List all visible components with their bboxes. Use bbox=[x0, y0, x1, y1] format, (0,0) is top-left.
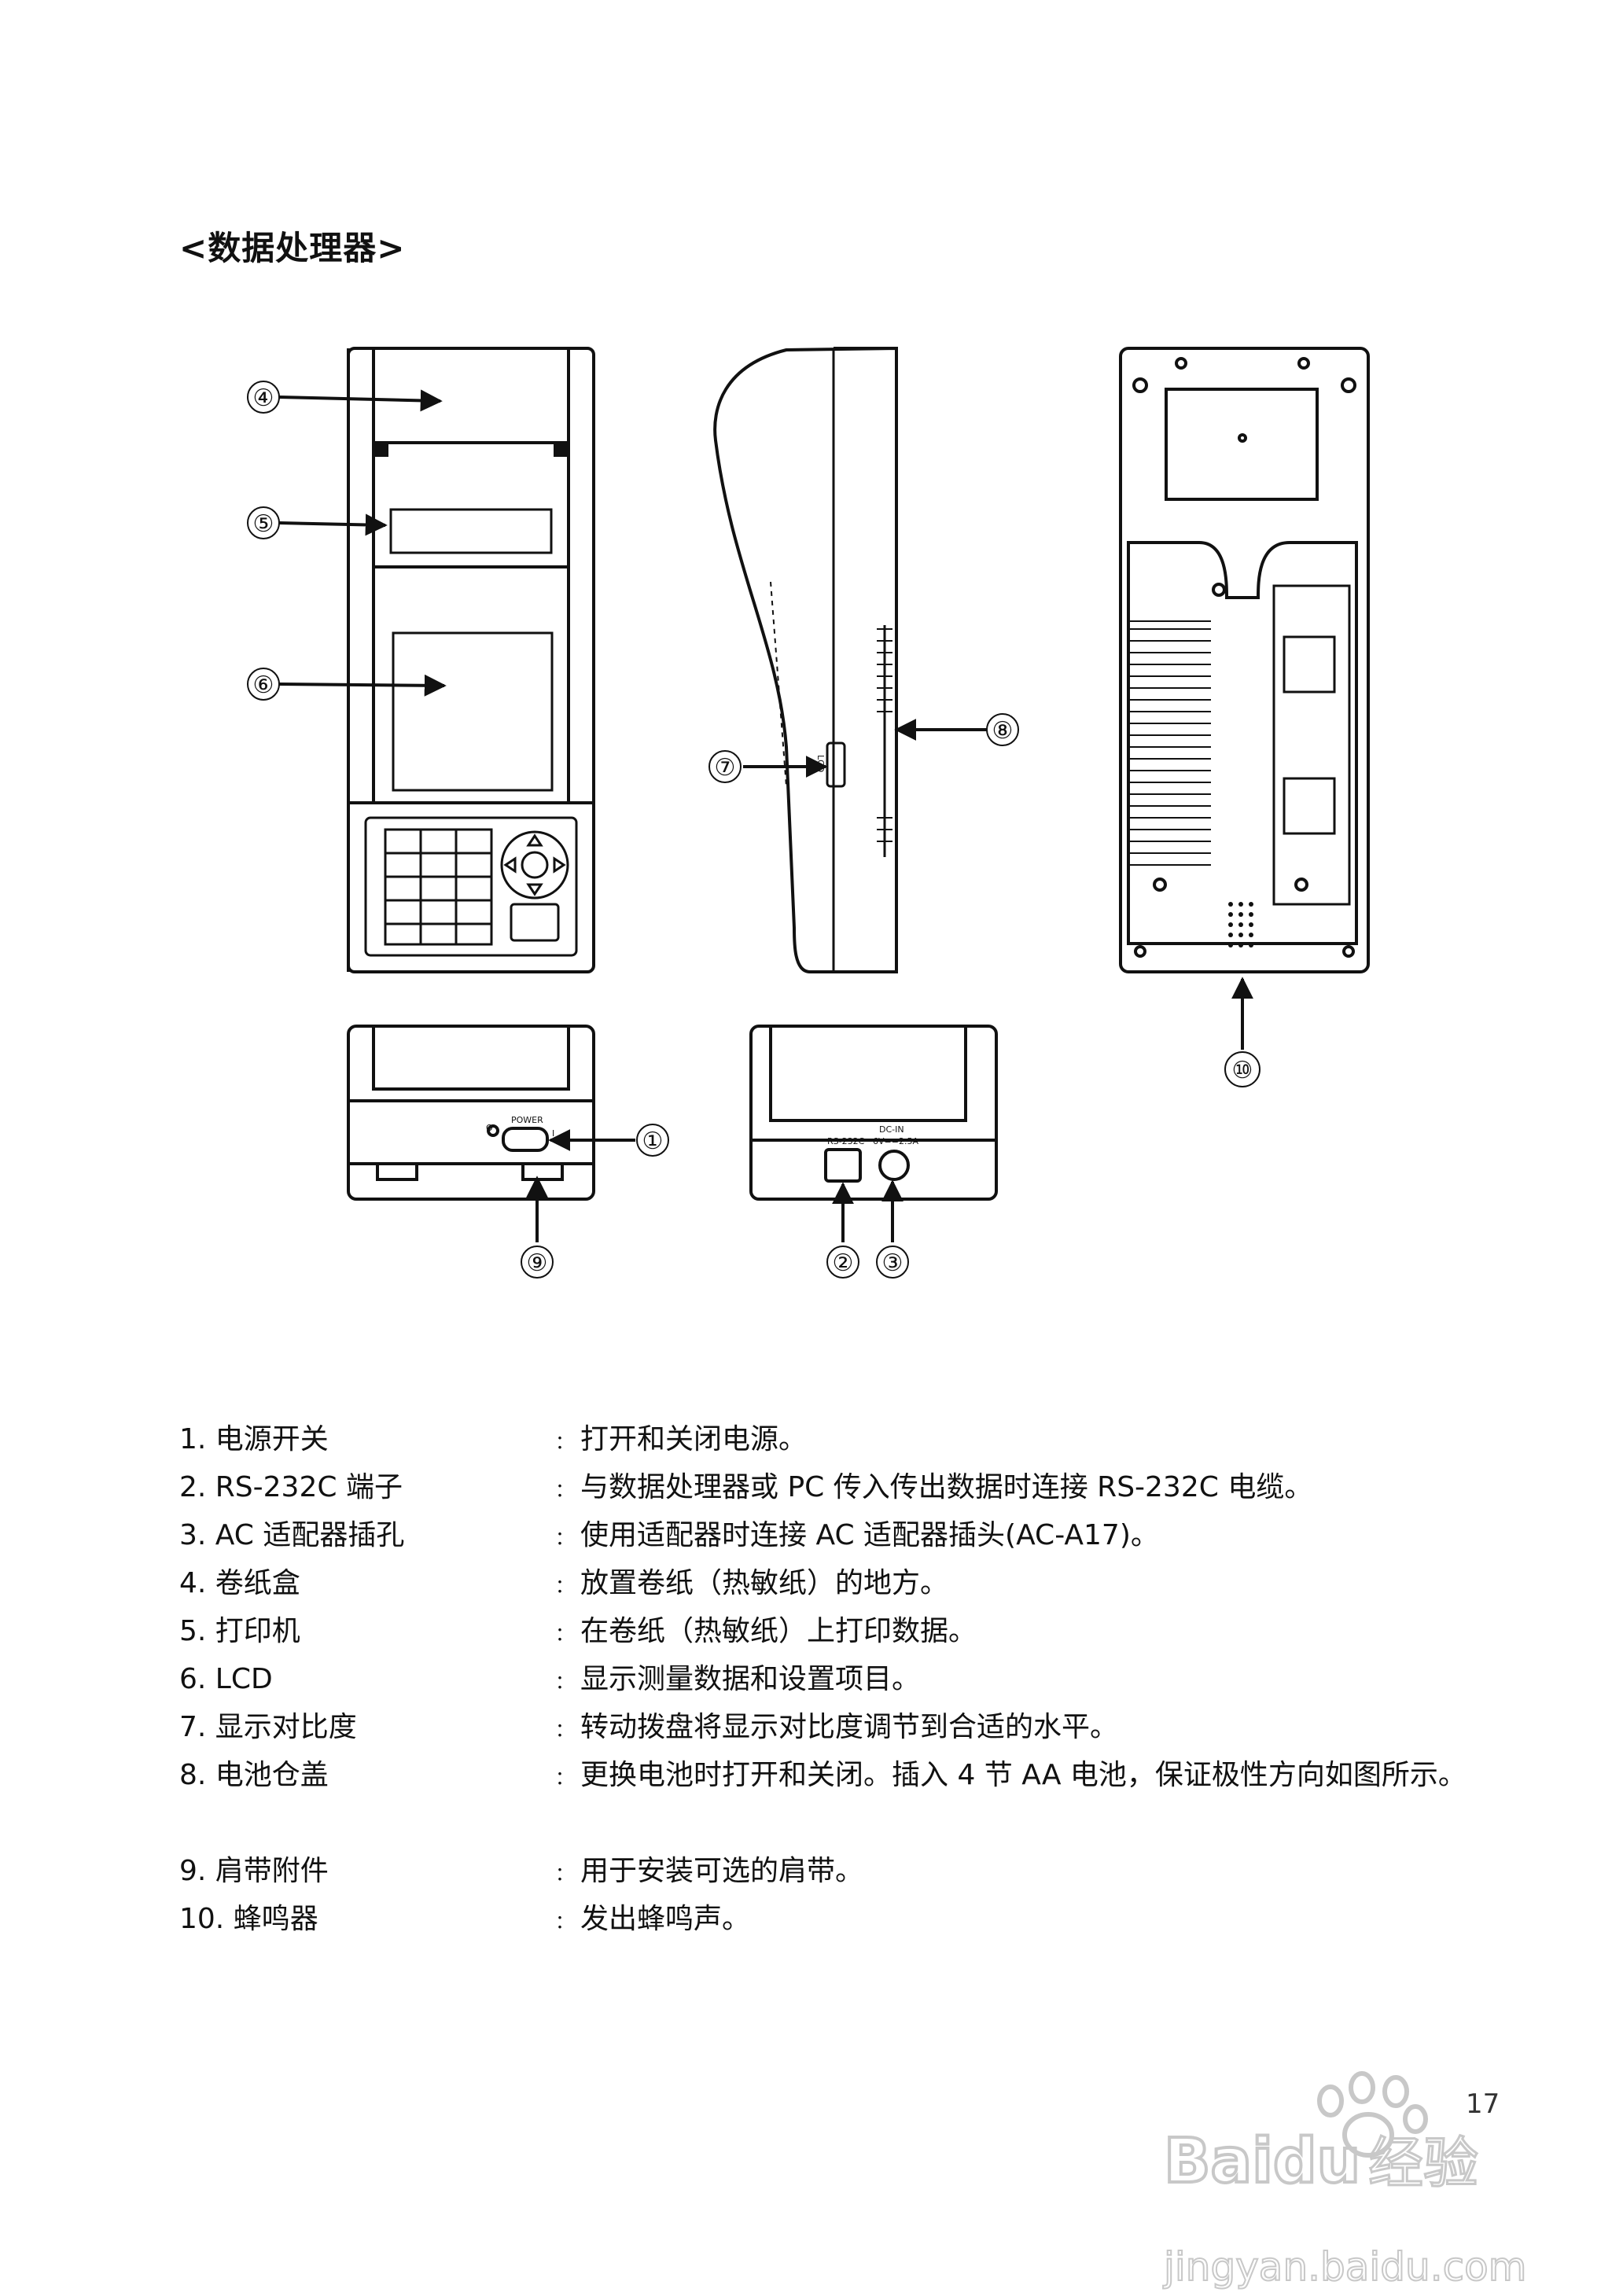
legend-separator: ： bbox=[555, 1671, 574, 1693]
legend-row: 4. 卷纸盒 ： 放置卷纸（热敏纸）的地方。 bbox=[179, 1559, 1516, 1607]
bottom-view-ports bbox=[749, 1025, 998, 1201]
legend-separator: ： bbox=[555, 1623, 574, 1645]
callout-9: ⑨ bbox=[527, 1249, 548, 1277]
back-grille bbox=[1130, 628, 1211, 866]
callout-arrows bbox=[278, 389, 1253, 1242]
callout-7: ⑦ bbox=[715, 754, 736, 782]
legend-row: 10. 蜂鸣器 ： 发出蜂鸣声。 bbox=[179, 1895, 1516, 1943]
legend-label: 7. 显示对比度 bbox=[179, 1711, 357, 1743]
baidu-watermark: Baidu 经验 jingyan.baidu.com bbox=[1162, 2071, 1527, 2290]
legend-desc: 在卷纸（热敏纸）上打印数据。 bbox=[580, 1615, 977, 1647]
legend-separator: ： bbox=[555, 1719, 574, 1741]
legend-label: 3. AC 适配器插孔 bbox=[179, 1519, 405, 1551]
legend-desc: 与数据处理器或 PC 传入传出数据时连接 RS-232C 电缆。 bbox=[580, 1471, 1313, 1503]
callout-3: ③ bbox=[882, 1249, 904, 1277]
legend-separator: ： bbox=[555, 1527, 574, 1549]
legend-label: 4. 卷纸盒 bbox=[179, 1567, 300, 1599]
power-off-label: O bbox=[486, 1123, 493, 1133]
legend-desc: 发出蜂鸣声。 bbox=[580, 1903, 751, 1935]
legend-separator: ： bbox=[555, 1431, 574, 1453]
power-on-label: I bbox=[552, 1128, 554, 1139]
side-grille bbox=[877, 628, 892, 842]
legend-row: 8. 电池仓盖 ： 更换电池时打开和关闭。插入 4 节 AA 电池，保证极性方向… bbox=[179, 1751, 1516, 1847]
legend-label: 8. 电池仓盖 bbox=[179, 1759, 329, 1791]
legend-separator: ： bbox=[555, 1767, 574, 1789]
legend-row: 9. 肩带附件 ： 用于安装可选的肩带。 bbox=[179, 1847, 1516, 1895]
page-title: <数据处理器> bbox=[179, 229, 406, 267]
callout-8: ⑧ bbox=[992, 717, 1014, 745]
legend-row: 3. AC 适配器插孔 ： 使用适配器时连接 AC 适配器插头(AC-A17)。 bbox=[179, 1511, 1516, 1559]
power-label: POWER bbox=[511, 1115, 543, 1125]
callout-10: ⑩ bbox=[1232, 1057, 1253, 1084]
legend-row: 2. RS-232C 端子 ： 与数据处理器或 PC 传入传出数据时连接 RS-… bbox=[179, 1463, 1516, 1511]
legend-desc: 转动拨盘将显示对比度调节到合适的水平。 bbox=[580, 1711, 1119, 1743]
watermark-brand: Baidu bbox=[1164, 2126, 1360, 2197]
legend-desc: 更换电池时打开和关闭。插入 4 节 AA 电池，保证极性方向如图所示。 bbox=[580, 1759, 1467, 1791]
legend-row: 6. LCD ： 显示测量数据和设置项目。 bbox=[179, 1655, 1516, 1703]
side-view bbox=[713, 346, 898, 973]
legend-row: 5. 打印机 ： 在卷纸（热敏纸）上打印数据。 bbox=[179, 1607, 1516, 1655]
device-diagram: POWER O I RS-232C DC-IN 6V==2.5A LCD ④ ⑤… bbox=[247, 346, 1370, 1279]
dc-in-label: DC-IN bbox=[879, 1124, 904, 1135]
callout-4: ④ bbox=[253, 385, 274, 412]
watermark-url: jingyan.baidu.com bbox=[1163, 2244, 1526, 2290]
legend-label: 1. 电源开关 bbox=[179, 1423, 329, 1455]
bottom-view-power bbox=[347, 1025, 595, 1201]
legend-separator: ： bbox=[555, 1479, 574, 1501]
callout-1: ① bbox=[642, 1128, 664, 1155]
legend-row: 7. 显示对比度 ： 转动拨盘将显示对比度调节到合适的水平。 bbox=[179, 1703, 1516, 1751]
legend-label: 6. LCD bbox=[179, 1663, 273, 1695]
legend-separator: ： bbox=[555, 1911, 574, 1933]
legend-separator: ： bbox=[555, 1575, 574, 1597]
watermark-sub: 经验 bbox=[1368, 2131, 1478, 2195]
legend-separator: ： bbox=[555, 1863, 574, 1885]
callout-5: ⑤ bbox=[253, 510, 274, 538]
legend-desc: 放置卷纸（热敏纸）的地方。 bbox=[580, 1567, 949, 1599]
front-view bbox=[347, 347, 595, 973]
callout-6: ⑥ bbox=[253, 672, 274, 699]
back-view bbox=[1119, 347, 1370, 973]
legend-desc: 显示测量数据和设置项目。 bbox=[580, 1663, 921, 1695]
legend-desc: 使用适配器时连接 AC 适配器插头(AC-A17)。 bbox=[580, 1519, 1159, 1551]
page-number: 17 bbox=[1466, 2088, 1500, 2120]
buzzer-dots bbox=[1228, 902, 1253, 947]
legend-label: 10. 蜂鸣器 bbox=[179, 1903, 318, 1935]
legend-label: 2. RS-232C 端子 bbox=[179, 1471, 403, 1503]
contrast-label: LCD bbox=[815, 755, 826, 772]
legend-label: 9. 肩带附件 bbox=[179, 1855, 329, 1887]
parts-legend: 1. 电源开关 ： 打开和关闭电源。 2. RS-232C 端子 ： 与数据处理… bbox=[179, 1415, 1516, 1943]
dc-rating-label: 6V==2.5A bbox=[873, 1136, 918, 1146]
callout-2: ② bbox=[833, 1249, 854, 1277]
legend-desc: 用于安装可选的肩带。 bbox=[580, 1855, 864, 1887]
legend-desc: 打开和关闭电源。 bbox=[580, 1423, 808, 1455]
legend-label: 5. 打印机 bbox=[179, 1615, 300, 1647]
legend-row: 1. 电源开关 ： 打开和关闭电源。 bbox=[179, 1415, 1516, 1463]
rs232c-label: RS-232C bbox=[827, 1136, 865, 1146]
